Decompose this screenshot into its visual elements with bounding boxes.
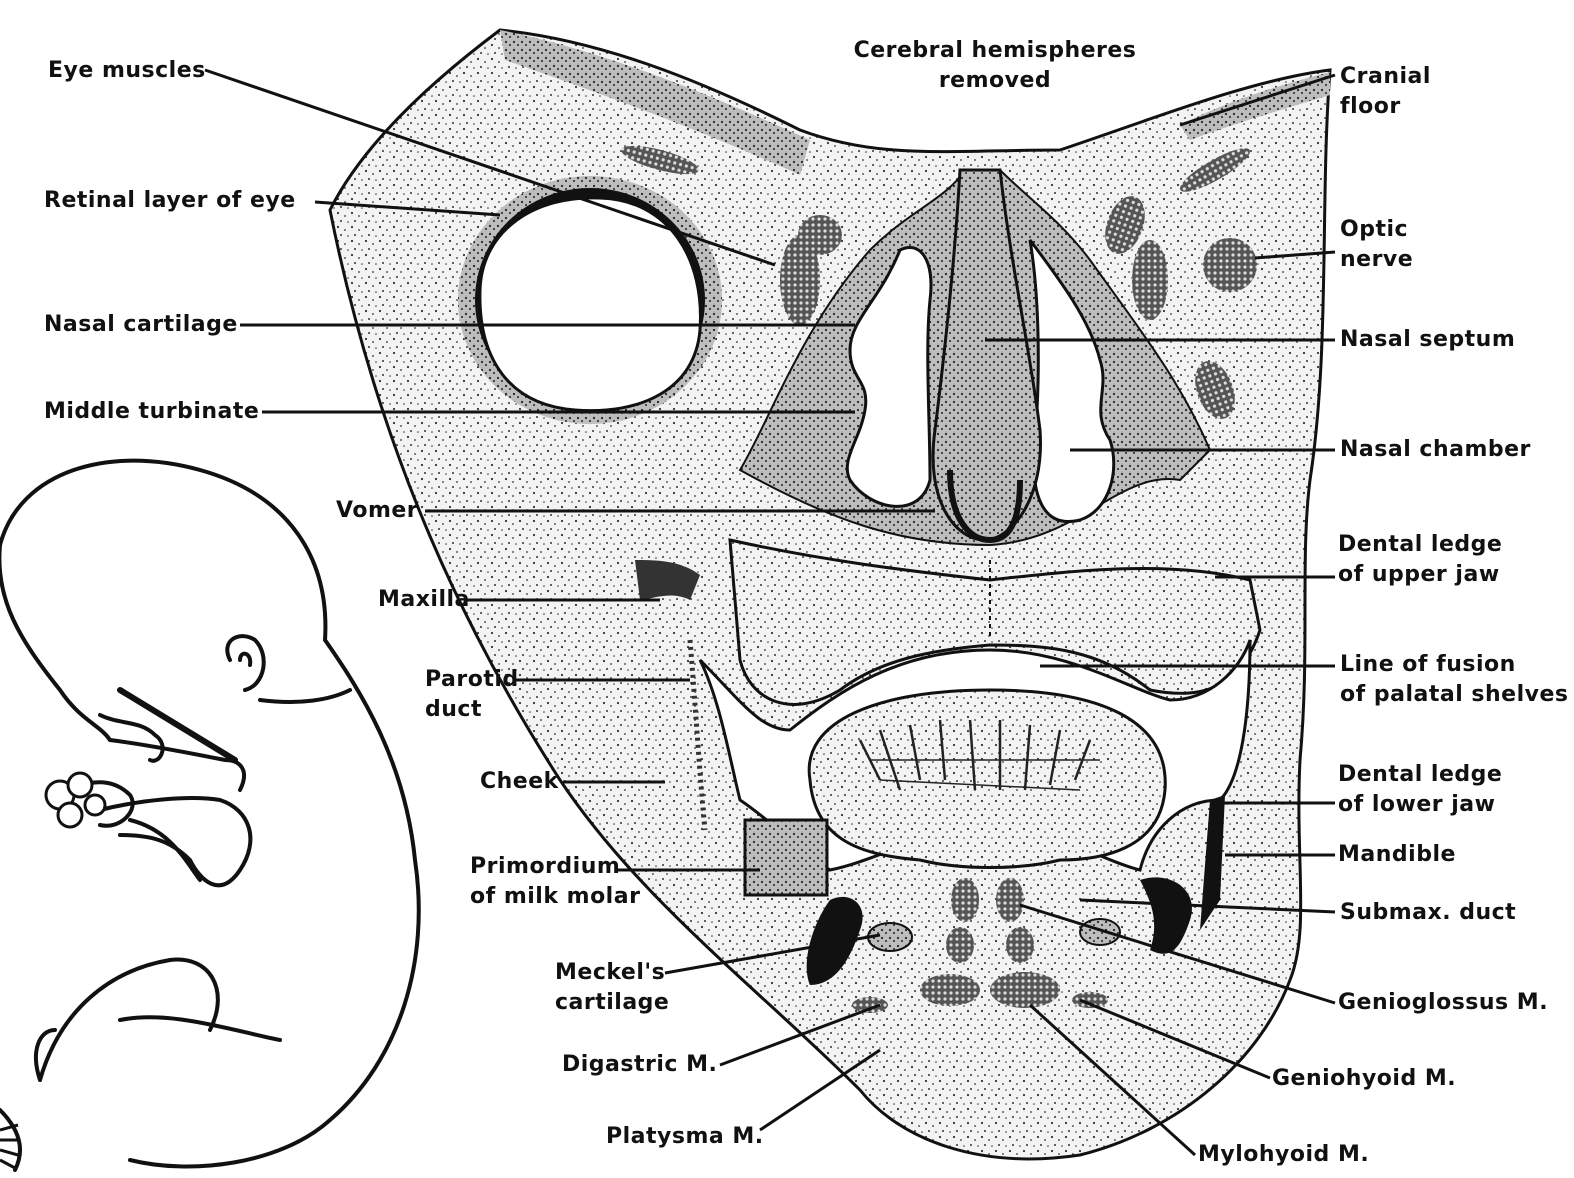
tongue: [809, 690, 1165, 868]
label-eye-muscles: Eye muscles: [48, 56, 206, 86]
milk-molar-box: [745, 820, 827, 895]
label-primordium: Primordium of milk molar: [470, 852, 640, 912]
label-mandible: Mandible: [1338, 840, 1456, 870]
label-parotid-duct-line1: Parotid: [425, 665, 519, 695]
label-meckels-cartilage: Meckel's cartilage: [555, 958, 669, 1018]
label-platysma: Platysma M.: [606, 1122, 764, 1152]
label-cranial-floor-line1: Cranial: [1340, 62, 1431, 92]
label-optic-nerve-line2: nerve: [1340, 245, 1413, 275]
label-primordium-line2: of milk molar: [470, 882, 640, 912]
optic-nerve-shape: [1203, 238, 1257, 292]
label-dental-ledge-lower-line1: Dental ledge: [1338, 760, 1502, 790]
label-cranial-floor: Cranial floor: [1340, 62, 1431, 122]
eye: [458, 176, 722, 424]
label-cerebral-hemispheres: Cerebral hemispheres removed: [840, 36, 1150, 96]
label-dental-ledge-lower-line2: of lower jaw: [1338, 790, 1502, 820]
label-dental-ledge-upper: Dental ledge of upper jaw: [1338, 530, 1502, 590]
label-line-of-fusion: Line of fusion of palatal shelves: [1340, 650, 1568, 710]
label-meckels-cartilage-line2: cartilage: [555, 988, 669, 1018]
label-cerebral-hemispheres-line1: Cerebral hemispheres: [840, 36, 1150, 66]
label-cheek: Cheek: [480, 767, 559, 797]
label-mylohyoid: Mylohyoid M.: [1198, 1140, 1369, 1170]
label-dental-ledge-upper-line2: of upper jaw: [1338, 560, 1502, 590]
label-retinal-layer: Retinal layer of eye: [44, 186, 296, 216]
label-vomer: Vomer: [336, 496, 418, 526]
label-nasal-septum: Nasal septum: [1340, 325, 1515, 355]
label-dental-ledge-lower: Dental ledge of lower jaw: [1338, 760, 1502, 820]
label-submax-duct: Submax. duct: [1340, 898, 1516, 928]
label-geniohyoid: Geniohyoid M.: [1272, 1064, 1456, 1094]
label-primordium-line1: Primordium: [470, 852, 640, 882]
label-line-of-fusion-line2: of palatal shelves: [1340, 680, 1568, 710]
label-parotid-duct-line2: duct: [425, 695, 519, 725]
label-nasal-chamber: Nasal chamber: [1340, 435, 1531, 465]
label-optic-nerve: Optic nerve: [1340, 215, 1413, 275]
label-middle-turbinate: Middle turbinate: [44, 397, 259, 427]
label-cranial-floor-line2: floor: [1340, 92, 1431, 122]
label-genioglossus: Genioglossus M.: [1338, 988, 1548, 1018]
label-parotid-duct: Parotid duct: [425, 665, 519, 725]
label-digastric: Digastric M.: [562, 1050, 717, 1080]
label-line-of-fusion-line1: Line of fusion: [1340, 650, 1568, 680]
label-optic-nerve-line1: Optic: [1340, 215, 1413, 245]
label-dental-ledge-upper-line1: Dental ledge: [1338, 530, 1502, 560]
label-maxilla: Maxilla: [378, 585, 470, 615]
label-nasal-cartilage: Nasal cartilage: [44, 310, 238, 340]
label-meckels-cartilage-line1: Meckel's: [555, 958, 669, 988]
label-cerebral-hemispheres-line2: removed: [840, 66, 1150, 96]
